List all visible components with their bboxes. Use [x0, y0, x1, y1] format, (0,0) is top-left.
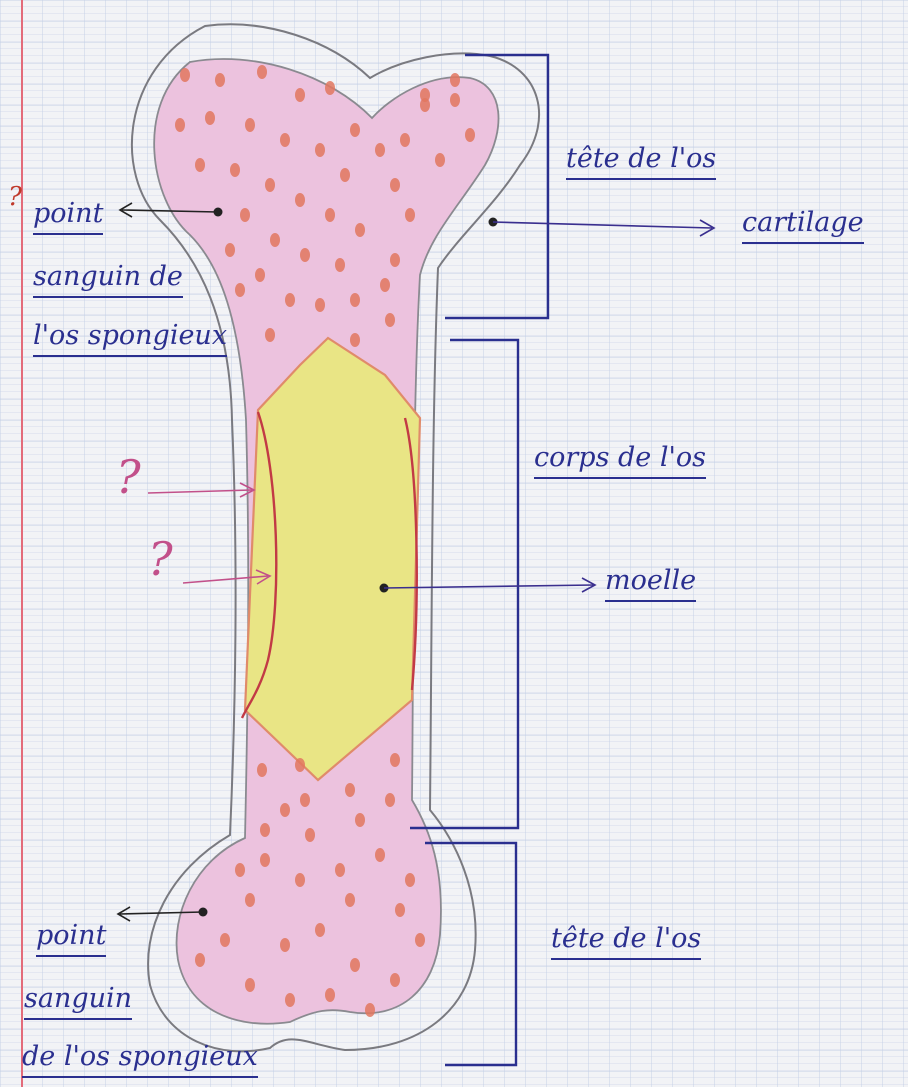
spongy-bone-dot	[315, 923, 325, 937]
spongy-bone-dot	[300, 248, 310, 262]
spongy-bone-dot	[260, 823, 270, 837]
spongy-bone-dot	[265, 328, 275, 342]
spongy-bone-dot	[405, 873, 415, 887]
spongy-bone-dot	[355, 813, 365, 827]
spongy-bone-dot	[400, 133, 410, 147]
spongy-bone-dot	[395, 903, 405, 917]
spongy-bone-dot	[295, 193, 305, 207]
spongy-bone-dot	[390, 178, 400, 192]
spongy-bone-dot	[335, 863, 345, 877]
spongy-bone-dot	[295, 758, 305, 772]
label-blood-point-bottom-1: point	[36, 922, 106, 957]
label-head-bottom: tête de l'os	[551, 925, 701, 960]
spongy-bone-dot	[285, 993, 295, 1007]
spongy-bone-dot	[350, 123, 360, 137]
spongy-bone-dot	[390, 253, 400, 267]
spongy-bone-dot	[220, 933, 230, 947]
spongy-bone-dot	[345, 783, 355, 797]
spongy-bone-dot	[205, 111, 215, 125]
spongy-bone-dot	[285, 293, 295, 307]
spongy-bone-dot	[315, 143, 325, 157]
spongy-bone-dot	[355, 223, 365, 237]
label-head-top: tête de l'os	[566, 145, 716, 180]
question-mark-blood-point: ?	[8, 184, 22, 210]
spongy-bone-dot	[340, 168, 350, 182]
spongy-bone-dot	[180, 68, 190, 82]
label-cartilage: cartilage	[742, 209, 864, 244]
spongy-bone-dot	[375, 848, 385, 862]
spongy-bone-dot	[325, 988, 335, 1002]
spongy-bone-dot	[350, 333, 360, 347]
spongy-bone-dot	[390, 753, 400, 767]
spongy-bone-dot	[350, 958, 360, 972]
spongy-bone-dot	[420, 88, 430, 102]
spongy-bone-dot	[295, 88, 305, 102]
spongy-bone-dot	[235, 283, 245, 297]
spongy-bone-dot	[305, 828, 315, 842]
spongy-bone-dot	[280, 938, 290, 952]
spongy-bone-dot	[450, 93, 460, 107]
spongy-bone-dot	[435, 153, 445, 167]
spongy-bone-dot	[225, 243, 235, 257]
spongy-bone-dot	[260, 853, 270, 867]
label-blood-point-bottom-3: de l'os spongieux	[22, 1043, 258, 1078]
label-body: corps de l'os	[534, 444, 706, 479]
spongy-bone-dot	[245, 978, 255, 992]
spongy-bone-dot	[175, 118, 185, 132]
spongy-bone-dot	[390, 973, 400, 987]
question-mark-lower: ?	[148, 536, 173, 582]
spongy-bone-dot	[450, 73, 460, 87]
label-blood-point-top-2: sanguin de	[33, 263, 183, 298]
label-blood-point-top-1: point	[33, 200, 103, 235]
spongy-bone-dot	[465, 128, 475, 142]
spongy-bone-dot	[280, 803, 290, 817]
spongy-bone-dot	[385, 313, 395, 327]
spongy-bone-dot	[235, 863, 245, 877]
spongy-bone-dot	[245, 118, 255, 132]
spongy-bone-dot	[415, 933, 425, 947]
spongy-bone-dot	[195, 953, 205, 967]
label-blood-point-top-3: l'os spongieux	[33, 322, 227, 357]
spongy-bone-dot	[350, 293, 360, 307]
spongy-bone-dot	[380, 278, 390, 292]
spongy-bone-dot	[230, 163, 240, 177]
spongy-bone-dot	[300, 793, 310, 807]
spongy-bone-dot	[257, 763, 267, 777]
spongy-bone-dot	[315, 298, 325, 312]
spongy-bone-dot	[325, 81, 335, 95]
spongy-bone-dot	[215, 73, 225, 87]
label-marrow: moelle	[605, 567, 696, 602]
spongy-bone-dot	[375, 143, 385, 157]
spongy-bone-dot	[270, 233, 280, 247]
spongy-bone-dot	[325, 208, 335, 222]
spongy-bone-dot	[295, 873, 305, 887]
spongy-bone-dot	[365, 1003, 375, 1017]
spongy-bone-dot	[195, 158, 205, 172]
marrow-cavity	[245, 338, 420, 780]
spongy-bone-dot	[280, 133, 290, 147]
spongy-bone-dot	[265, 178, 275, 192]
spongy-bone-dot	[245, 893, 255, 907]
question-mark-upper: ?	[116, 454, 141, 500]
spongy-bone-dot	[405, 208, 415, 222]
spongy-bone-dot	[255, 268, 265, 282]
spongy-bone-dot	[240, 208, 250, 222]
label-blood-point-bottom-2: sanguin	[24, 985, 132, 1020]
spongy-bone-dot	[335, 258, 345, 272]
spongy-bone-dot	[257, 65, 267, 79]
spongy-bone-dot	[385, 793, 395, 807]
spongy-bone-dot	[345, 893, 355, 907]
